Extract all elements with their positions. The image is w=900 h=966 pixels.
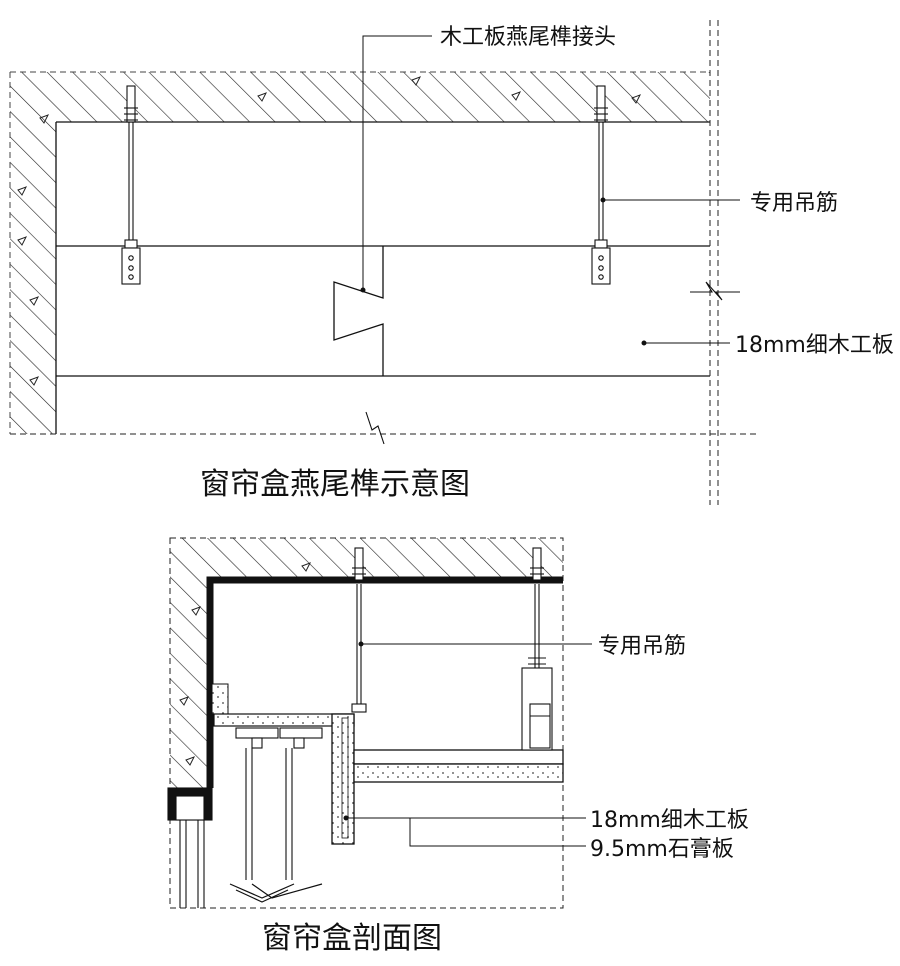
curtain-tracks [235,727,323,880]
bottom-left-wall [170,580,210,788]
leader-blockboard-bottom [343,815,586,821]
top-hanger-rod-left [121,85,141,285]
leader-hanger-bottom [358,641,592,647]
leader-hanger-top [600,197,740,203]
top-break-mark-bottom [365,411,385,445]
leader-gypsum [409,818,586,847]
bottom-diagram: 专用吊筋 18mm细木工板 9.5mm石膏板 窗帘盒剖面图 [167,537,749,956]
label-gypsum-board: 9.5mm石膏板 [590,837,734,862]
fascia-board [331,713,355,845]
top-left-wall [10,122,56,434]
label-hanger-rod-bottom: 专用吊筋 [598,634,686,659]
label-dovetail-joint: 木工板燕尾榫接头 [440,25,616,50]
label-hanger-rod-top: 专用吊筋 [750,191,838,216]
leader-dovetail [360,35,432,293]
top-hanger-rod-right [591,85,611,285]
window-frame [167,787,213,908]
top-diagram: 木工板燕尾榫接头 专用吊筋 18mm细木工板 窗帘盒燕尾榫示意图 [9,20,894,505]
label-blockboard-top: 18mm细木工板 [735,333,894,358]
wall-wood-block [211,683,229,715]
ceiling-gypsum [353,763,564,783]
top-break-mark-right [690,281,740,301]
leader-blockboard-top [641,340,730,346]
bottom-hanger-rod-right [521,547,553,751]
ceiling-blockboard [353,749,564,765]
dovetail-joint-shape [333,246,384,376]
bottom-diagram-title: 窗帘盒剖面图 [262,921,442,956]
top-diagram-title: 窗帘盒燕尾榫示意图 [200,467,470,502]
bottom-ceiling-slab [170,538,563,580]
label-blockboard-bottom: 18mm细木工板 [590,808,749,833]
curtain-direction-arrows [229,883,323,903]
bottom-thick-liner [206,576,563,788]
concrete-aggregate-marks [17,76,642,386]
